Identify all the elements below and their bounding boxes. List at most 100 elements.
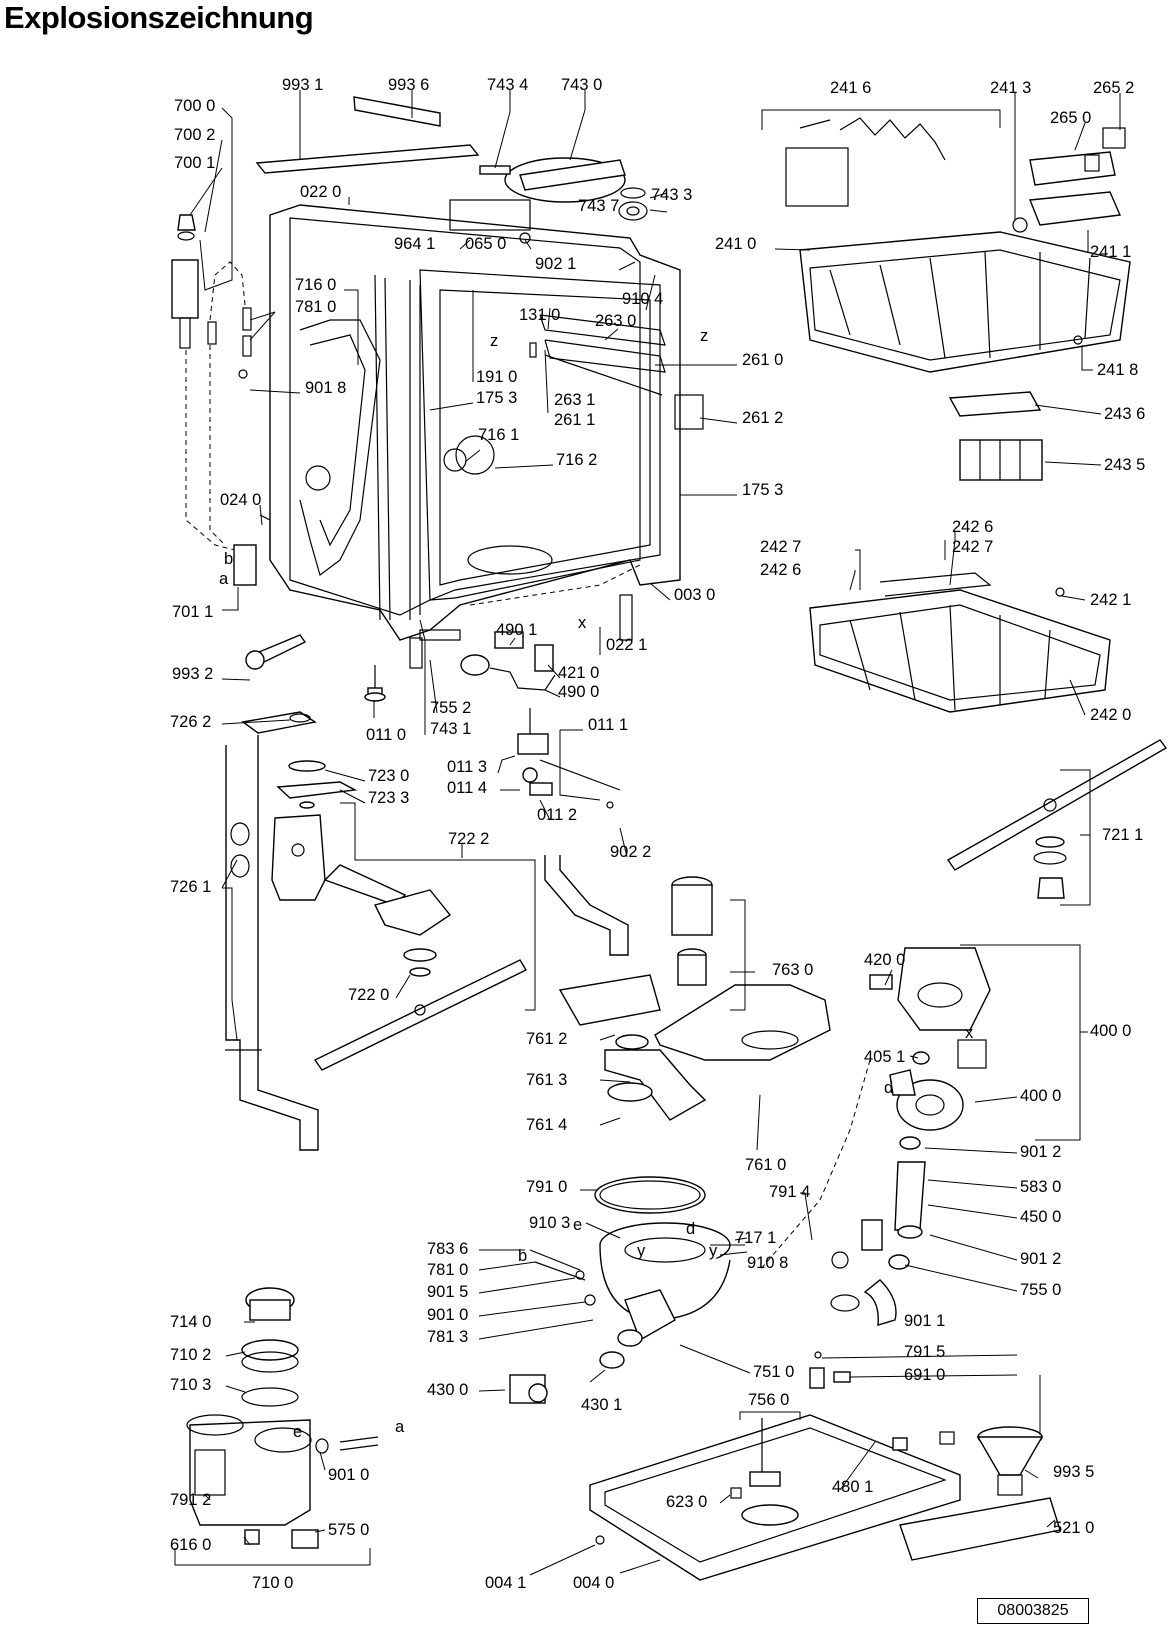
part-label-7810a: 781 0 [295,298,336,316]
part-label-7261: 726 1 [170,878,211,896]
page-title: Explosionszeichnung [4,0,314,35]
connection-letter-b: b [224,550,233,568]
connection-letter-y: y [709,1242,718,1260]
part-label-2426b: 242 6 [760,561,801,579]
part-label-7103: 710 3 [170,1376,211,1394]
part-label-0030: 003 0 [674,586,715,604]
part-label-5830: 583 0 [1020,1178,1061,1196]
filter-parts-drawing [558,876,831,1214]
part-label-2435: 243 5 [1104,456,1145,474]
spray-pipe-drawing [225,711,527,1151]
part-label-7160: 716 0 [295,276,336,294]
part-label-7230: 723 0 [368,767,409,785]
part-label-7612: 761 2 [526,1030,567,1048]
part-label-7220: 722 0 [348,986,389,1004]
part-label-2421: 242 1 [1090,591,1131,609]
part-label-2427b: 242 7 [760,538,801,556]
part-label-9010b: 901 0 [328,1466,369,1484]
part-label-2436: 243 6 [1104,405,1145,423]
part-label-6160: 616 0 [170,1536,211,1554]
part-label-7262: 726 2 [170,713,211,731]
part-label-7000: 700 0 [174,97,215,115]
part-label-7437: 743 7 [578,197,619,215]
part-label-7001: 700 1 [174,154,215,172]
part-label-4000a: 400 0 [1090,1022,1131,1040]
connection-letter-z: z [700,327,708,345]
lower-spray-arm-drawing [946,739,1168,899]
part-label-2413: 241 3 [990,79,1031,97]
part-label-9011: 901 1 [904,1312,945,1330]
connection-letter-e: e [293,1423,302,1441]
part-label-9012a: 901 2 [1020,1143,1061,1161]
sump-assembly-drawing [509,1222,731,1404]
part-label-9108: 910 8 [747,1254,788,1272]
part-label-4801: 480 1 [832,1478,873,1496]
part-label-2650: 265 0 [1050,109,1091,127]
part-label-2631: 263 1 [554,391,595,409]
part-label-2610: 261 0 [742,351,783,369]
part-label-0650: 065 0 [465,235,506,253]
part-label-7222: 722 2 [448,830,489,848]
water-softener-drawing [186,1287,379,1549]
foot-screw-drawing [364,629,621,809]
part-label-7630: 763 0 [772,961,813,979]
part-label-7915: 791 5 [904,1343,945,1361]
part-label-0040: 004 0 [573,1574,614,1592]
part-label-2630: 263 0 [595,312,636,330]
part-label-9018: 901 8 [305,379,346,397]
part-label-7433: 743 3 [651,186,692,204]
part-label-2410: 241 0 [715,235,756,253]
part-label-7552: 755 2 [430,699,471,717]
part-label-6230: 623 0 [666,1493,707,1511]
part-label-7912: 791 2 [170,1491,211,1509]
part-label-2420: 242 0 [1090,706,1131,724]
part-label-0221: 022 1 [606,636,647,654]
part-label-7100: 710 0 [252,1574,293,1592]
part-label-4500: 450 0 [1020,1208,1061,1226]
part-label-9935: 993 5 [1053,1463,1094,1481]
document-number: 08003825 [977,1598,1089,1624]
part-label-1753b: 175 3 [742,481,783,499]
sump-pipe-drawing [544,855,629,956]
part-label-4300: 430 0 [427,1381,468,1399]
part-label-7914: 791 4 [769,1183,810,1201]
part-label-9104: 910 4 [622,290,663,308]
connection-letter-d: d [686,1220,695,1238]
part-label-5210: 521 0 [1053,1519,1094,1537]
part-label-9103: 910 3 [529,1214,570,1232]
part-label-0113: 011 3 [447,758,487,776]
part-label-7613: 761 3 [526,1071,567,1089]
part-label-2411: 241 1 [1090,243,1131,261]
part-label-9641: 964 1 [394,235,435,253]
part-label-1910: 191 0 [476,368,517,386]
connection-letter-d: d [884,1079,893,1097]
part-label-7813: 781 3 [427,1328,468,1346]
part-label-7430: 743 0 [561,76,602,94]
connection-letter-b: b [518,1247,527,1265]
part-label-9932: 993 2 [172,665,213,683]
part-label-9012b: 901 2 [1020,1250,1061,1268]
part-label-0111: 011 1 [588,716,628,734]
part-label-7171: 717 1 [735,1229,776,1247]
part-label-7560: 756 0 [748,1391,789,1409]
part-label-9021: 902 1 [535,255,576,273]
part-label-7102: 710 2 [170,1346,211,1364]
part-label-7434: 743 4 [487,76,528,94]
part-label-7431: 743 1 [430,720,471,738]
part-label-4051: 405 1 [864,1048,905,1066]
part-label-7614: 761 4 [526,1116,567,1134]
part-label-9022: 902 2 [610,843,651,861]
part-label-1753a: 175 3 [476,389,517,407]
part-label-7836: 783 6 [427,1240,468,1258]
part-label-0220: 022 0 [300,183,341,201]
part-label-7002: 700 2 [174,126,215,144]
tub-cabinet-drawing [259,199,704,669]
part-label-2612: 261 2 [742,409,783,427]
part-label-2611: 261 1 [554,411,595,429]
connection-letter-y: y [637,1242,646,1260]
base-pan-drawing [589,1414,1061,1581]
part-label-4901: 490 1 [496,621,537,639]
